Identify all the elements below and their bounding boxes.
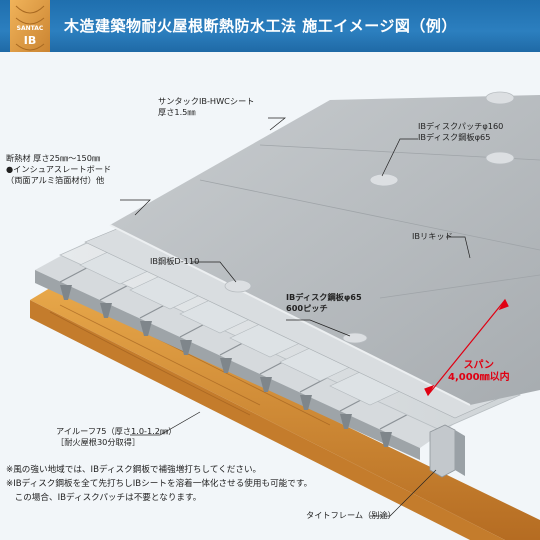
label-deck: アイルーフ75（厚さ1.0-1.2㎜） ［耐火屋根30分取得］: [56, 426, 176, 448]
waterproof-sheet: [109, 95, 540, 406]
label-sheet-thickness: 厚さ1.5㎜: [158, 107, 196, 117]
label-waterproof-sheet: サンタックIB-HWCシート 厚さ1.5㎜: [158, 96, 254, 118]
span-arrow: [424, 298, 509, 397]
label-patch-text: IBディスクパッチφ160: [418, 121, 504, 131]
leader-lines: [120, 117, 471, 517]
label-insul-facing: （両面アルミ箔面材付）他: [6, 175, 105, 185]
note-line-1: ※風の強い地域では、IBディスク鋼板で補強増打ちしてください。: [6, 465, 262, 475]
label-insul-thickness: 断熱材 厚さ25㎜～150㎜: [6, 153, 101, 163]
label-disk-patch: IBディスクパッチφ160 IBディスク鋼板φ65: [418, 121, 503, 143]
label-steel-plate: IB鋼板D-110: [150, 256, 200, 266]
label-deck-name: アイルーフ75（厚さ1.0-1.2㎜）: [56, 426, 177, 436]
label-disk-text: IBディスク鋼板φ65: [418, 132, 491, 142]
santac-ib-logo: SANTAC IB: [10, 0, 50, 62]
note-line-2: ※IBディスク鋼板を全て先打ちしIBシートを溶着一体化させる使用も可能です。: [6, 479, 313, 489]
label-disk-pitch-spacing: 600ピッチ: [286, 303, 328, 313]
wood-beam: [30, 285, 540, 540]
label-span-title: スパン: [463, 360, 495, 371]
note-line-3: この場合、IBディスクパッチは不要となります。: [6, 493, 202, 503]
label-liquid: IBリキッド: [412, 231, 453, 241]
label-deck-rating: ［耐火屋根30分取得］: [56, 437, 141, 447]
label-disk-pitch: IBディスク鋼板φ65 600ピッチ: [286, 292, 362, 314]
tight-frame: [429, 424, 465, 478]
label-insulation: 断熱材 厚さ25㎜～150㎜ ●インシュアスレートボード （両面アルミ箔面材付）…: [6, 153, 111, 186]
label-span: スパン 4,000㎜以内: [448, 360, 510, 384]
roof-diagram: サンタックIB-HWCシート 厚さ1.5㎜ IBディスクパッチφ160 IBディ…: [0, 52, 540, 540]
logo-text-bottom: IB: [24, 34, 36, 47]
logo-text-top: SANTAC: [17, 25, 44, 32]
label-disk-pitch-name: IBディスク鋼板φ65: [286, 292, 362, 302]
roof-illustration: [0, 52, 540, 540]
header-bar: 木造建築物耐火屋根断熱防水工法 施工イメージ図（例）: [0, 0, 540, 52]
label-sheet-name: サンタックIB-HWCシート: [158, 96, 255, 106]
label-frame: タイトフレーム（別途）: [306, 510, 396, 520]
label-insul-board: ●インシュアスレートボード: [6, 164, 112, 174]
label-span-value: 4,000㎜以内: [448, 372, 510, 383]
page-title: 木造建築物耐火屋根断熱防水工法 施工イメージ図（例）: [64, 17, 457, 35]
